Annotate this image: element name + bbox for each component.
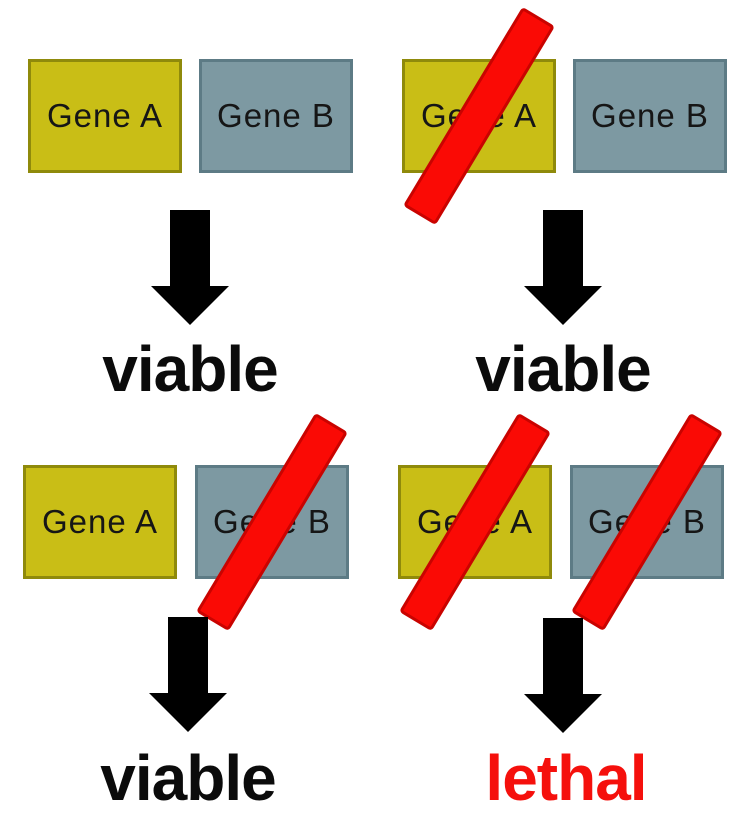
outcome-label-viable: viable — [475, 333, 651, 405]
gene-a-box: Gene A — [402, 6, 556, 226]
down-arrow-icon — [524, 210, 602, 325]
outcome-label-viable: viable — [102, 333, 278, 405]
down-arrow-icon — [149, 617, 227, 732]
gene-b-label: Gene B — [591, 97, 709, 134]
down-arrow-icon — [524, 618, 602, 733]
gene-a-box: Gene A — [28, 59, 182, 173]
gene-b-box: Gene B — [573, 59, 727, 173]
gene-b-label: Gene B — [217, 97, 335, 134]
gene-b-box: Gene B — [570, 412, 724, 632]
outcome-label-lethal: lethal — [485, 742, 647, 814]
gene-a-box: Gene A — [398, 412, 552, 632]
gene-a-box: Gene A — [23, 465, 177, 579]
gene-a-label: Gene A — [41, 503, 159, 540]
gene-a-label: Gene A — [46, 97, 164, 134]
gene-b-box: Gene B — [199, 59, 353, 173]
down-arrow-icon — [151, 210, 229, 325]
outcome-label-viable: viable — [100, 742, 276, 814]
gene-b-box: Gene B — [195, 412, 349, 632]
